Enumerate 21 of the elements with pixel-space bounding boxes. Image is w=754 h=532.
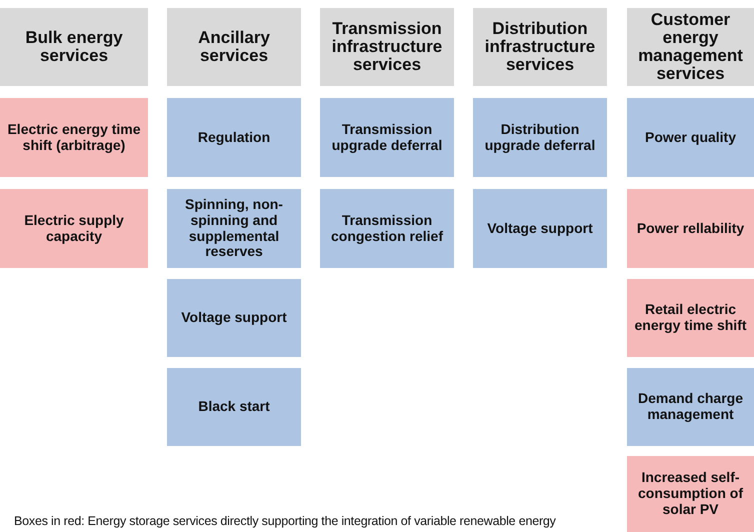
column-header: Transmission infrastructure services — [320, 8, 454, 86]
column-header: Ancillary services — [167, 8, 301, 86]
service-box: Spinning, non-spinning and supplemental reserves — [167, 189, 301, 268]
service-box: Regulation — [167, 98, 301, 177]
service-box: Transmission congestion relief — [320, 189, 454, 268]
service-box: Voltage support — [473, 189, 607, 268]
service-box: Distribution upgrade deferral — [473, 98, 607, 177]
service-box: Electric energy time shift (arbitrage) — [0, 98, 148, 177]
service-box: Transmission upgrade deferral — [320, 98, 454, 177]
service-box: Electric supply capacity — [0, 189, 148, 268]
service-box: Power rellability — [627, 189, 754, 268]
column-header: Distribution infrastructure services — [473, 8, 607, 86]
service-box: Increased self-consumption of solar PV — [627, 456, 754, 532]
column-header: Bulk energy services — [0, 8, 148, 86]
footnote: Boxes in red: Energy storage services directly supporting the integration of variable renewable energy — [14, 514, 556, 528]
service-box: Power quality — [627, 98, 754, 177]
service-box: Voltage support — [167, 279, 301, 357]
service-box: Demand charge management — [627, 368, 754, 446]
column-header: Customer energy management services — [627, 8, 754, 86]
service-box: Black start — [167, 368, 301, 446]
service-box: Retail electric energy time shift — [627, 279, 754, 357]
